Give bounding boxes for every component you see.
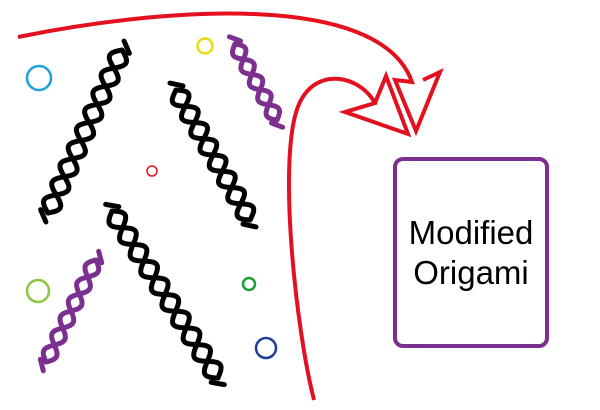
dna-strand-purple <box>37 248 105 374</box>
circle-navy <box>254 336 278 360</box>
circle-green <box>241 276 257 292</box>
modified-origami-box: Modified Origami <box>393 157 549 348</box>
dna-strand-black <box>103 201 227 388</box>
dna-strand-purple <box>226 34 286 130</box>
box-label-line-1: Modified <box>408 213 534 251</box>
box-label-line-2: Origami <box>413 253 529 291</box>
curved-arrow-bottom <box>286 70 412 401</box>
dna-strand-black <box>38 38 132 225</box>
circle-yellow <box>196 37 214 55</box>
circle-green-light <box>25 278 51 304</box>
circle-blue <box>25 64 53 92</box>
dna-strand-black <box>167 80 259 230</box>
circle-red <box>146 165 158 177</box>
curved-arrow-top <box>17 11 444 137</box>
